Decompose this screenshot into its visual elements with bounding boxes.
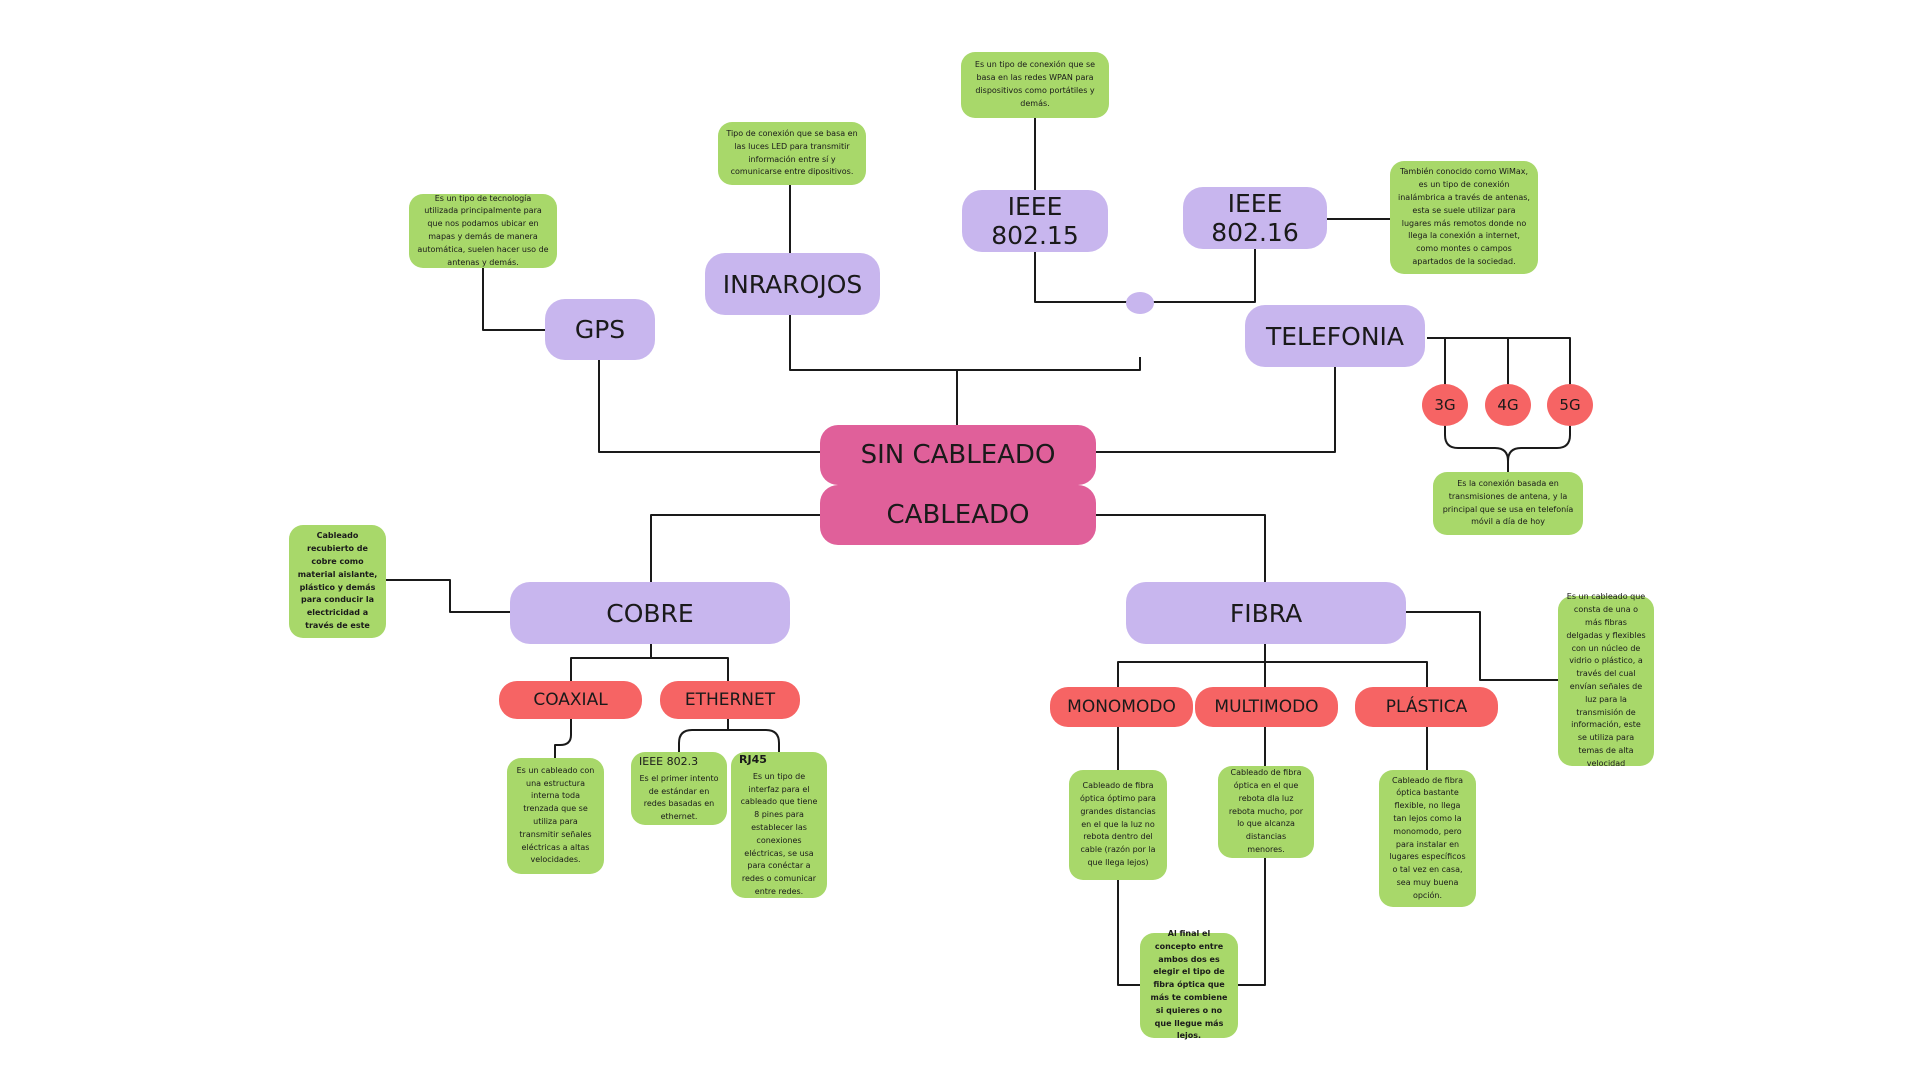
generation-4g[interactable]: 4G: [1485, 384, 1531, 426]
note-fibra: Es un cableado que consta de una o más f…: [1558, 592, 1654, 768]
note-ieee-802-15: Es un tipo de conexión que se basa en la…: [961, 52, 1109, 118]
subcategory-multimodo[interactable]: MULTIMODO: [1195, 687, 1338, 727]
category-gps[interactable]: GPS: [545, 299, 655, 360]
generation-3g[interactable]: 3G: [1422, 384, 1468, 426]
subcategory-ethernet[interactable]: ETHERNET: [660, 681, 800, 719]
note-monomodo: Cableado de fibra óptica óptimo para gra…: [1069, 770, 1167, 880]
main-node-wireless[interactable]: SIN CABLEADO: [820, 425, 1096, 485]
subcategory-coaxial[interactable]: COAXIAL: [499, 681, 642, 719]
category-cobre[interactable]: COBRE: [510, 582, 790, 644]
note-telefonia: Es la conexión basada en transmisiones d…: [1433, 472, 1583, 535]
category-telefonia[interactable]: TELEFONIA: [1245, 305, 1425, 367]
note-ieee-802-3: IEEE 802.3 Es el primer intento de están…: [631, 752, 727, 825]
note-ieee-802-16: También conocido como WiMax, es un tipo …: [1390, 161, 1538, 274]
note-cobre: Cableado recubierto de cobre como materi…: [289, 525, 386, 638]
category-ieee-802-16[interactable]: IEEE 802.16: [1183, 187, 1327, 249]
note-conclusion: Al final el concepto entre ambos dos es …: [1140, 929, 1238, 1040]
note-coaxial: Es un cableado con una estructura intern…: [507, 758, 604, 874]
generation-5g[interactable]: 5G: [1547, 384, 1593, 426]
subcategory-monomodo[interactable]: MONOMODO: [1050, 687, 1193, 727]
category-ieee-802-15[interactable]: IEEE 802.15: [962, 190, 1108, 252]
note-rj45-title: RJ45: [739, 753, 767, 767]
note-rj45: RJ45 Es un tipo de interfaz para el cabl…: [731, 752, 827, 898]
note-multimodo: Cableado de fibra óptica en el que rebot…: [1218, 766, 1314, 858]
junction-dot: [1126, 292, 1154, 314]
category-infrarojos[interactable]: INRAROJOS: [705, 253, 880, 315]
note-gps: Es un tipo de tecnología utilizada princ…: [409, 194, 557, 268]
note-plastica: Cableado de fibra óptica bastante flexib…: [1379, 770, 1476, 907]
note-ieee-802-3-title: IEEE 802.3: [639, 755, 699, 769]
note-infrarojos: Tipo de conexión que se basa en las luce…: [718, 122, 866, 185]
subcategory-plastica[interactable]: PLÁSTICA: [1355, 687, 1498, 727]
main-node-wired[interactable]: CABLEADO: [820, 485, 1096, 545]
category-fibra[interactable]: FIBRA: [1126, 582, 1406, 644]
